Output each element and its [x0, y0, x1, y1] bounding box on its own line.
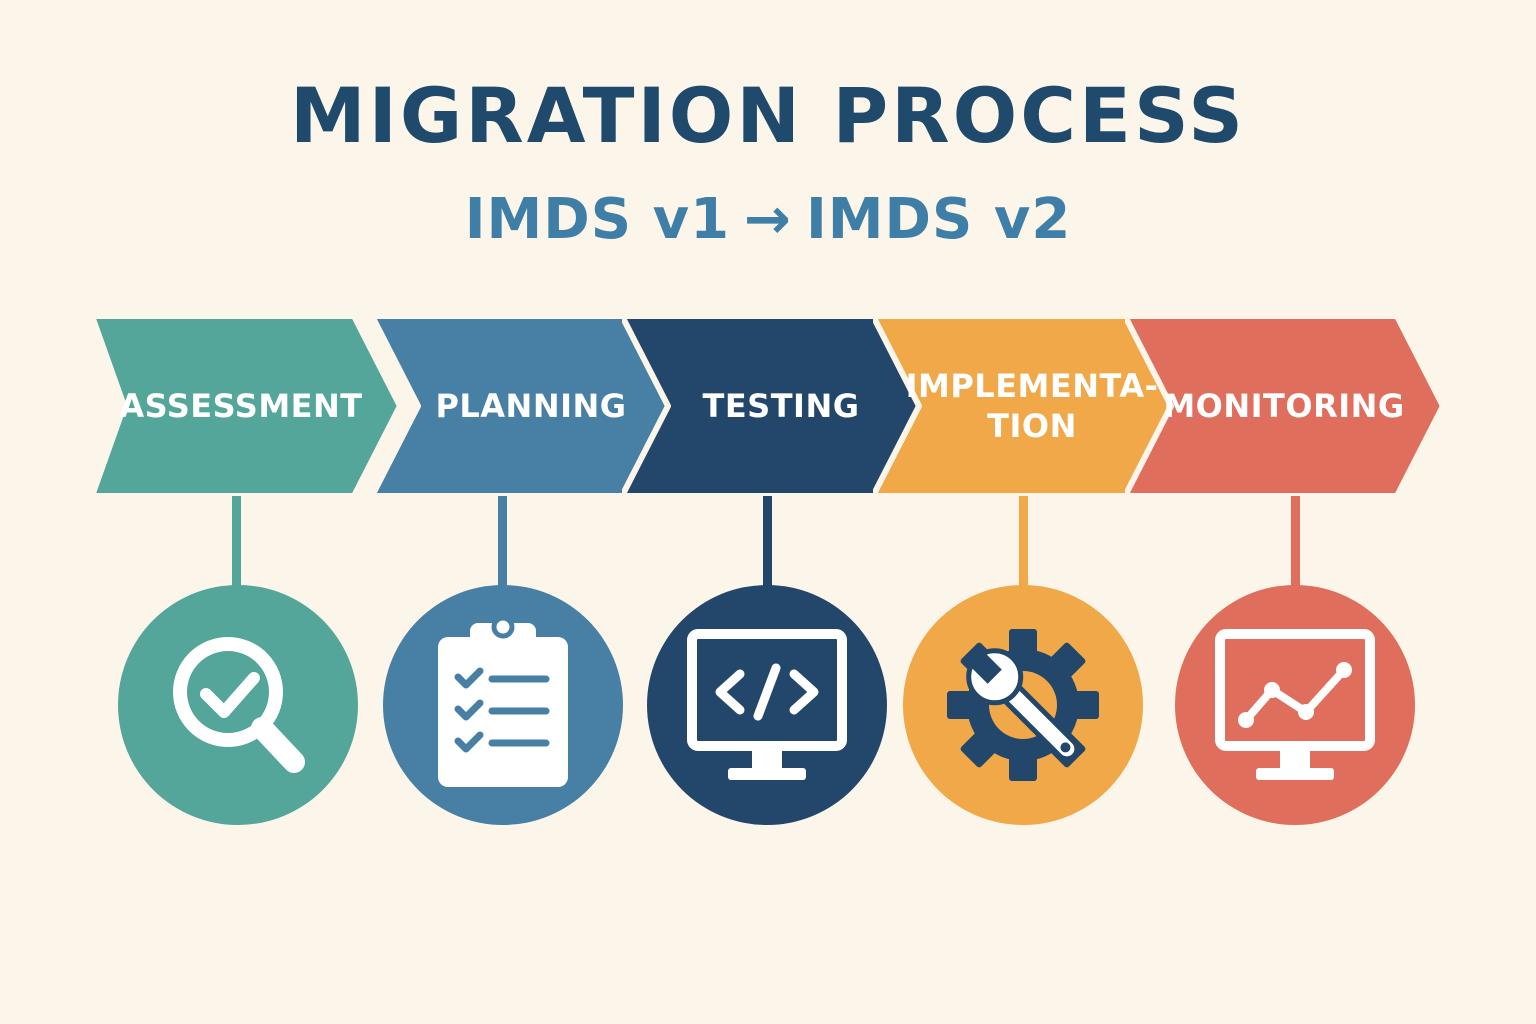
chevron-monitoring	[1125, 316, 1443, 496]
subtitle-arrow: →	[744, 187, 792, 252]
diagram-title: MIGRATION PROCESS	[289, 71, 1247, 160]
gear-wrench-icon	[933, 615, 1113, 795]
magnifier-check-icon	[158, 620, 318, 790]
icon-circle-implementation	[903, 585, 1143, 825]
chevron-assessment	[82, 316, 400, 496]
connector-line-implementation	[1019, 496, 1028, 589]
connector-line-monitoring	[1291, 496, 1300, 589]
chevron-planning	[372, 316, 690, 496]
step-label-line: MONITORING	[1163, 387, 1405, 425]
connector-line-planning	[498, 496, 507, 589]
step-label-line: TION	[987, 407, 1077, 445]
clipboard-checklist-icon	[428, 615, 578, 795]
diagram-subtitle: IMDS v1→IMDS v2	[0, 192, 1536, 248]
step-label-monitoring: MONITORING	[1163, 316, 1405, 496]
connector-line-assessment	[232, 496, 241, 589]
monitor-code-icon	[682, 620, 852, 790]
step-label-testing: TESTING	[660, 316, 902, 496]
monitor-chart-icon	[1210, 620, 1380, 790]
step-label-planning: PLANNING	[410, 316, 652, 496]
connector-line-testing	[763, 496, 772, 589]
step-label-assessment: ASSESSMENT	[119, 316, 363, 496]
step-label-line: ASSESSMENT	[119, 387, 363, 425]
step-label-line: IMPLEMENTA-	[905, 367, 1159, 405]
subtitle-to: IMDS v2	[805, 187, 1072, 252]
step-label-implementation: IMPLEMENTA-TION	[906, 316, 1158, 496]
subtitle-from: IMDS v1	[464, 187, 731, 252]
chevron-implementation	[873, 316, 1191, 496]
icon-circle-assessment	[118, 585, 358, 825]
step-label-line: TESTING	[702, 387, 860, 425]
step-label-line: PLANNING	[435, 387, 627, 425]
icon-circle-monitoring	[1175, 585, 1415, 825]
icon-circle-testing	[647, 585, 887, 825]
chevron-testing	[622, 316, 940, 496]
icon-circle-planning	[383, 585, 623, 825]
